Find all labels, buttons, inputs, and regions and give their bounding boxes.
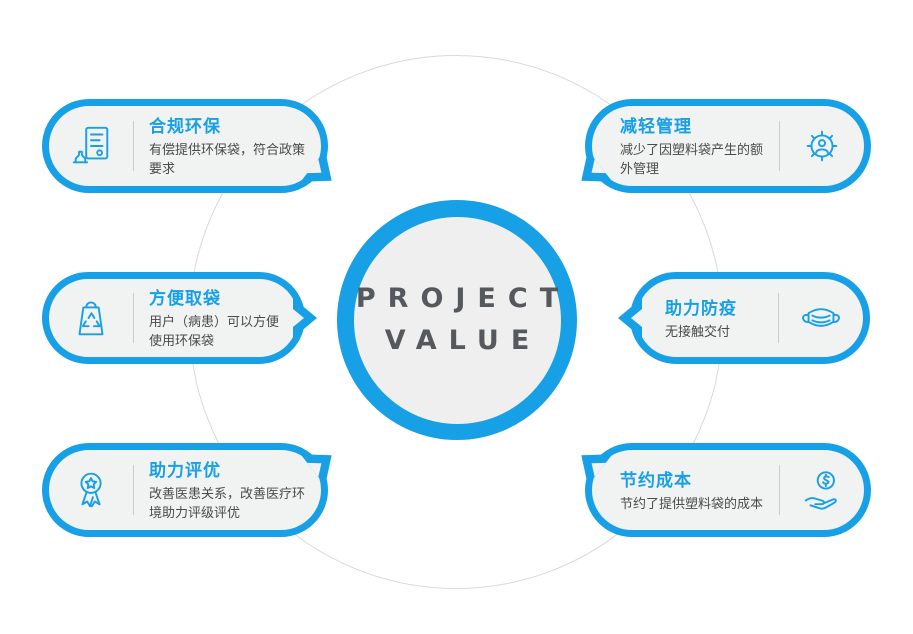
card-text: 减轻管理 减少了因塑料袋产生的额外管理 xyxy=(592,112,779,180)
card-body: 用户（病患）可以方便使用环保袋 xyxy=(149,315,280,349)
stamp-document-icon xyxy=(49,123,133,169)
card-divider xyxy=(779,121,780,171)
value-card-epidemic: 助力防疫 无接触交付 xyxy=(618,272,870,364)
value-card-cost: 节约成本 节约了提供塑料袋的成本 xyxy=(581,443,871,537)
card-title: 助力评优 xyxy=(149,461,221,482)
card-body: 有偿提供环保袋，符合政策要求 xyxy=(149,143,306,177)
card-divider xyxy=(779,465,780,515)
card-title: 减轻管理 xyxy=(620,117,692,138)
card-body: 减少了因塑料袋产生的额外管理 xyxy=(620,143,764,177)
face-mask-icon xyxy=(779,295,863,341)
card-pointer xyxy=(567,150,613,198)
card-body: 改善医患关系，改善医疗环境助力评级评优 xyxy=(149,487,306,521)
value-card-compliance: 合规环保 有偿提供环保袋，符合政策要求 xyxy=(42,99,332,193)
value-card-management: 减轻管理 减少了因塑料袋产生的额外管理 xyxy=(581,99,871,193)
card-title: 方便取袋 xyxy=(149,289,221,310)
hand-coin-icon xyxy=(780,467,864,513)
card-divider xyxy=(133,465,134,515)
card-body: 无接触交付 xyxy=(665,324,731,340)
card-text: 合规环保 有偿提供环保袋，符合政策要求 xyxy=(134,112,321,180)
center-circle: PROJECT VALUE xyxy=(337,200,577,440)
card-pointer xyxy=(293,298,319,338)
center-title-line2: VALUE xyxy=(384,325,542,356)
medal-icon xyxy=(49,467,133,513)
card-title: 节约成本 xyxy=(620,470,692,491)
card-divider xyxy=(133,121,134,171)
card-pointer xyxy=(300,150,345,198)
card-body: 节约了提供塑料袋的成本 xyxy=(620,496,764,512)
card-text: 节约成本 节约了提供塑料袋的成本 xyxy=(592,466,779,515)
recycle-bag-icon xyxy=(49,295,133,341)
card-pointer xyxy=(300,438,345,486)
card-pointer xyxy=(616,298,642,338)
value-card-easy-bag: 方便取袋 用户（病患）可以方便使用环保袋 xyxy=(42,272,317,364)
card-title: 合规环保 xyxy=(149,117,221,138)
card-text: 助力评优 改善医患关系，改善医疗环境助力评级评优 xyxy=(134,456,321,524)
card-divider xyxy=(133,293,134,343)
center-circle-inner: PROJECT VALUE xyxy=(353,216,561,424)
card-text: 方便取袋 用户（病患）可以方便使用环保袋 xyxy=(134,284,298,352)
card-title: 助力防疫 xyxy=(665,298,737,319)
value-card-evaluation: 助力评优 改善医患关系，改善医疗环境助力评级评优 xyxy=(42,443,332,537)
card-divider xyxy=(778,293,779,343)
card-pointer xyxy=(567,438,613,486)
gear-person-icon xyxy=(780,123,864,169)
card-text: 助力防疫 无接触交付 xyxy=(637,294,778,343)
center-title-line1: PROJECT xyxy=(355,283,571,315)
